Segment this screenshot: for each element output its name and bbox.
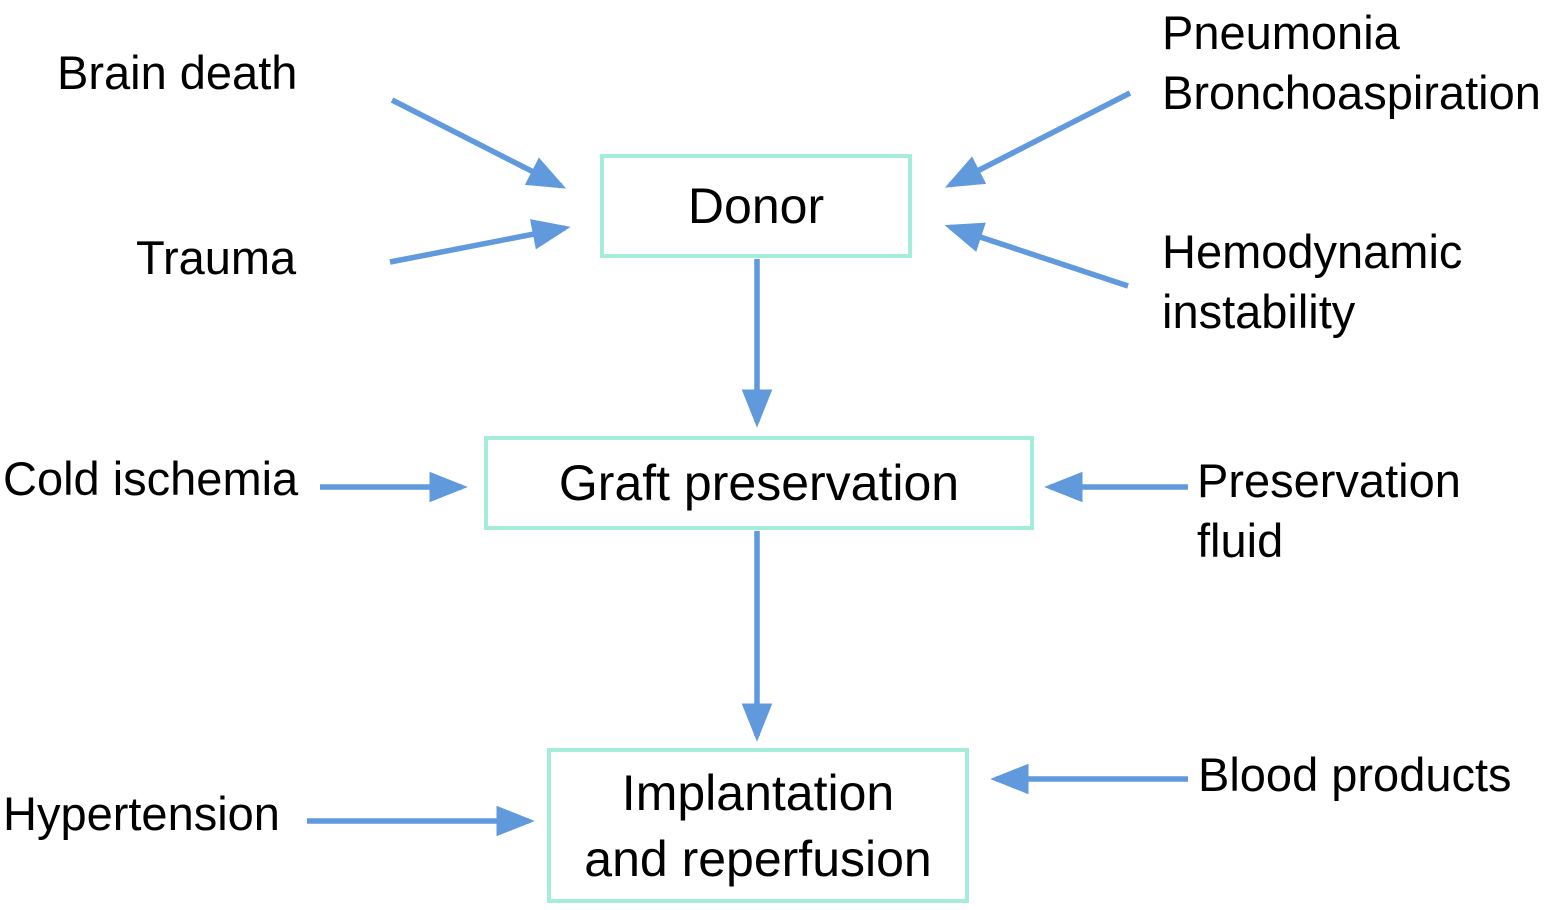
label-brain-death: Brain death (57, 46, 298, 99)
node-implantation-reperfusion-label: Implantation and reperfusion (584, 764, 932, 887)
node-donor-label: Donor (687, 178, 825, 234)
arrow-brain-death-to-donor (390, 97, 567, 189)
arrow-pneumonia-to-donor (944, 90, 1132, 188)
label-hemodynamic-instability: Hemodynamic instability (1162, 225, 1463, 338)
label-preservation-fluid: Preservation fluid (1197, 454, 1461, 567)
label-cold-ischemia: Cold ischemia (3, 452, 299, 505)
node-implantation-reperfusion: Implantation and reperfusion (547, 748, 969, 903)
label-trauma: Trauma (136, 231, 297, 284)
arrow-trauma-to-donor (389, 219, 571, 265)
node-graft-preservation-label: Graft preservation (558, 455, 960, 511)
label-pneumonia-bronchoaspiration: Pneumonia Bronchoaspiration (1162, 6, 1541, 119)
node-donor: Donor (600, 154, 912, 258)
node-graft-preservation: Graft preservation (484, 436, 1034, 530)
label-hypertension: Hypertension (3, 787, 280, 840)
label-blood-products: Blood products (1198, 748, 1512, 801)
arrow-hemodynamic-to-donor (944, 222, 1129, 289)
